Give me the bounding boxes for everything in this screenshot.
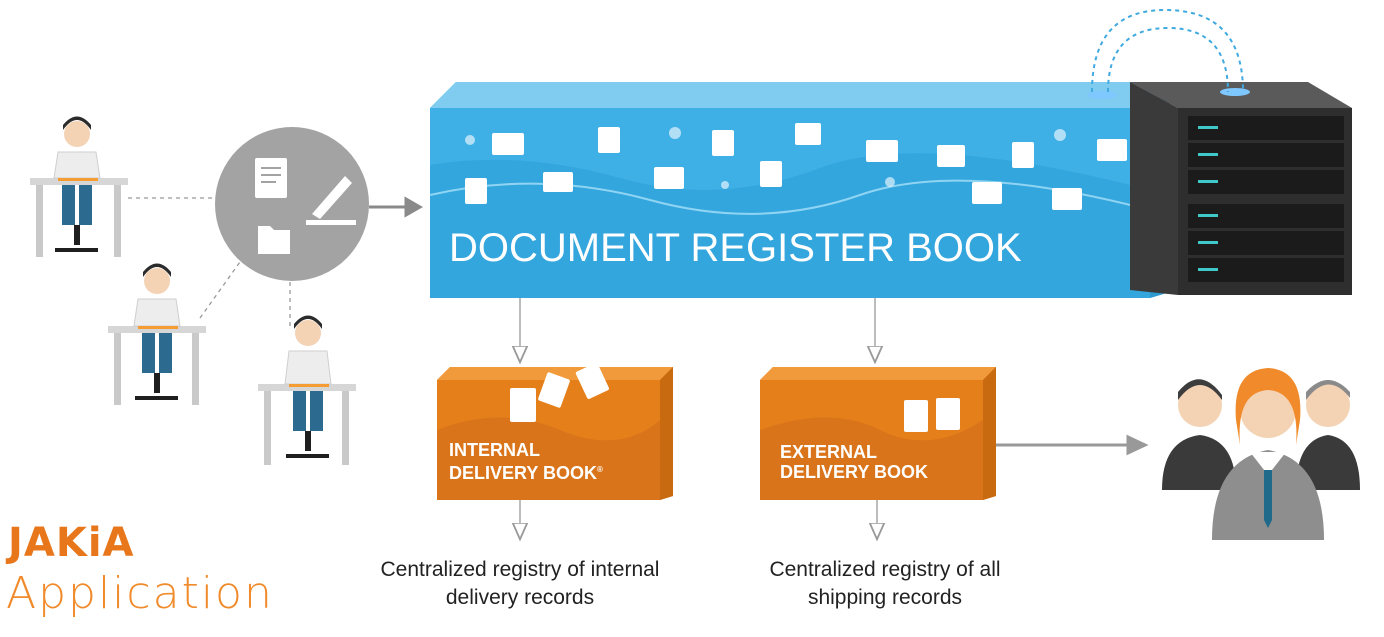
internal-caption: Centralized registry of internal deliver… — [320, 556, 720, 612]
document-hub — [215, 127, 369, 281]
external-box-line1: EXTERNAL — [780, 442, 878, 462]
external-box-title: EXTERNAL DELIVERY BOOK — [780, 442, 928, 482]
worker-icon — [108, 263, 206, 405]
brand-name: JAKiA — [8, 520, 135, 566]
brand-subtitle: Application — [6, 568, 274, 619]
wireless-signal — [1091, 8, 1244, 93]
file-icons — [465, 123, 1127, 210]
external-box-line2: DELIVERY BOOK — [780, 462, 929, 482]
connectors-down — [520, 298, 877, 532]
internal-caption-line1: Centralized registry of internal — [380, 558, 660, 581]
worker-icon — [258, 315, 356, 465]
external-caption: Centralized registry of all shipping rec… — [690, 556, 1080, 612]
external-box — [760, 367, 996, 500]
business-people-icon — [1162, 368, 1360, 540]
internal-box — [437, 362, 673, 500]
arrow-to-people — [996, 434, 1149, 456]
internal-box-line1: INTERNAL — [449, 440, 540, 460]
external-caption-line1: Centralized registry of all — [769, 558, 1001, 581]
internal-caption-line2: delivery records — [445, 586, 595, 609]
register-title: DOCUMENT REGISTER BOOK — [449, 226, 1022, 270]
edit-icon — [306, 176, 356, 225]
registered-mark: ® — [597, 465, 603, 474]
document-icon — [255, 158, 287, 198]
arrow-to-register — [369, 196, 424, 218]
dashed-connectors — [128, 197, 291, 328]
folder-icon — [258, 226, 290, 254]
worker-icon — [30, 116, 128, 257]
external-caption-line2: shipping records — [807, 586, 963, 609]
internal-box-title: INTERNAL DELIVERY BOOK® — [449, 440, 603, 483]
server-icon — [1087, 82, 1352, 295]
internal-box-line2: DELIVERY BOOK — [449, 463, 598, 483]
